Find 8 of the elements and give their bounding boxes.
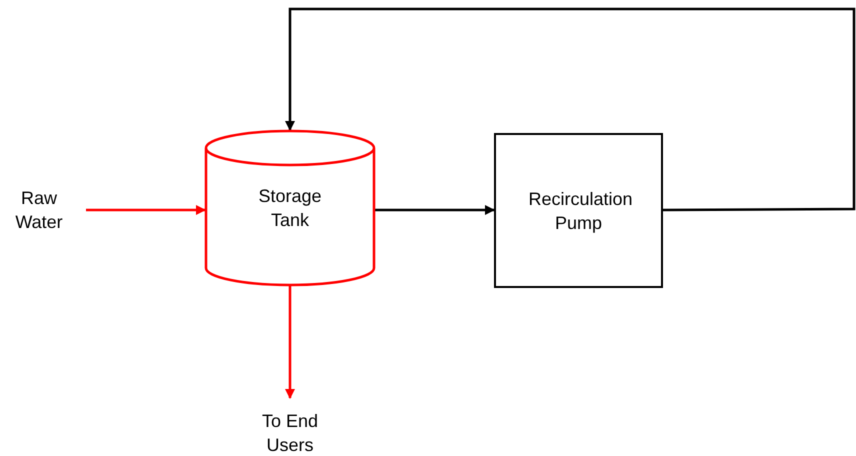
arrow [86,205,206,215]
arrow [375,205,495,215]
arrow [285,8,856,212]
process-box [494,133,663,288]
node-label: Raw Water [14,187,64,234]
arrow [285,286,295,399]
node-label: Storage Tank [257,185,323,232]
node-label: To End Users [260,410,320,456]
